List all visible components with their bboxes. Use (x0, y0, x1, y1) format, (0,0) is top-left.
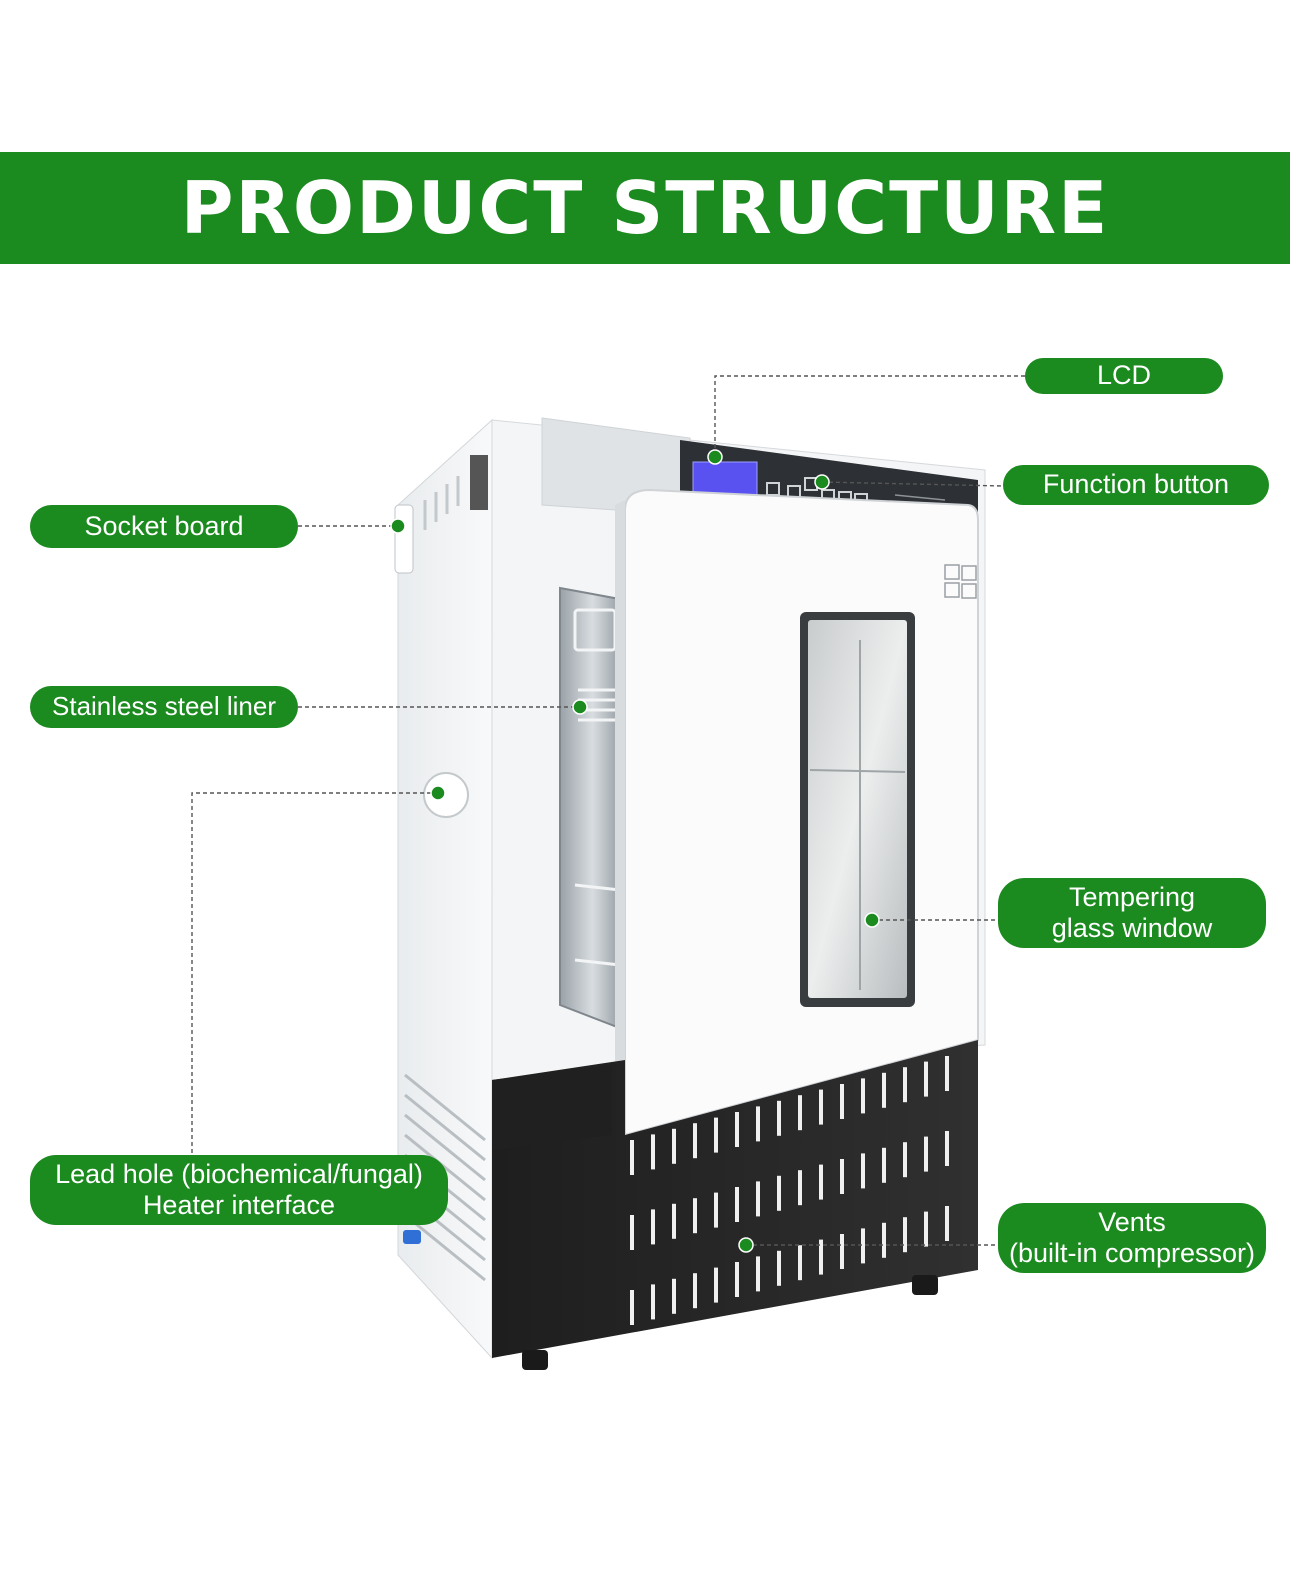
label-function-button-text: Function button (1042, 469, 1230, 500)
label-vents-line2: (built-in compressor) (1008, 1238, 1256, 1268)
window-shelves (809, 640, 906, 990)
label-socket-board: Socket board (30, 505, 298, 548)
label-lead-hole-line1: Lead hole (biochemical/fungal) (55, 1158, 423, 1189)
side-label-plate (470, 455, 488, 510)
label-lead-hole: Lead hole (biochemical/fungal) Heater in… (30, 1155, 448, 1225)
warning-stickers (944, 564, 977, 599)
label-socket-board-text: Socket board (84, 510, 244, 541)
title-banner: PRODUCT STRUCTURE (0, 152, 1290, 264)
socket-board (394, 504, 414, 574)
lead-hole (423, 772, 469, 818)
dot-marker-icon (814, 474, 830, 490)
page-title: PRODUCT STRUCTURE (180, 166, 1110, 250)
dot-marker-icon (390, 518, 406, 534)
label-stainless-steel-liner-text: Stainless steel liner (52, 691, 276, 722)
label-stainless-steel-liner: Stainless steel liner (30, 686, 298, 728)
label-tempering-line1: Tempering (1068, 881, 1196, 912)
side-upper-vents (423, 476, 460, 530)
foot-left (522, 1350, 548, 1370)
label-vents: Vents (built-in compressor) (998, 1203, 1266, 1273)
label-tempering-line2: glass window (1051, 913, 1213, 943)
dot-markers (390, 449, 880, 1253)
door-edge (615, 500, 625, 1135)
interior-shelves (573, 608, 621, 967)
label-function-button: Function button (1003, 465, 1269, 505)
label-lcd-text: LCD (1096, 360, 1151, 391)
dot-marker-icon (864, 912, 880, 928)
dot-marker-icon (572, 699, 588, 715)
dot-marker-icon (707, 449, 723, 465)
label-lead-hole-line2: Heater interface (142, 1190, 336, 1220)
foot-right (912, 1275, 938, 1295)
label-vents-line1: Vents (1098, 1206, 1166, 1237)
dot-marker-icon (430, 785, 446, 801)
label-lcd: LCD (1025, 358, 1223, 394)
base-front-shadow (492, 1065, 612, 1150)
label-tempering-glass-window: Tempering glass window (998, 878, 1266, 948)
leader-lines (191, 375, 1025, 1246)
glass-pane (808, 620, 907, 998)
foot-side (403, 1230, 421, 1244)
base-vents (630, 1056, 949, 1325)
dot-marker-icon (738, 1237, 754, 1253)
